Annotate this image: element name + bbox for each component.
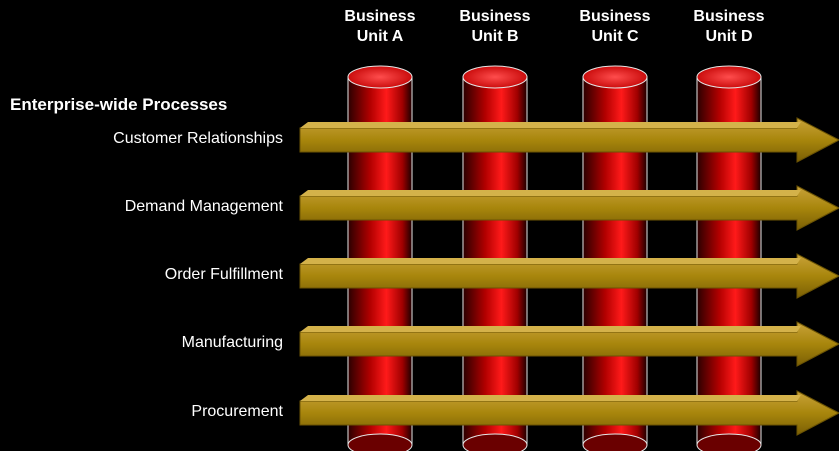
process-label: Order Fulfillment — [164, 266, 283, 283]
process-arrow — [299, 390, 839, 436]
business-unit-line2: Unit A — [356, 28, 404, 45]
process-label: Demand Management — [124, 198, 283, 215]
process-arrow — [299, 321, 839, 367]
business-unit-line1: Business — [693, 8, 765, 25]
process-label: Customer Relationships — [113, 130, 283, 147]
business-unit-line1: Business — [579, 8, 651, 25]
process-label: Manufacturing — [181, 334, 283, 351]
process-label: Procurement — [191, 403, 283, 420]
business-unit-line2: Unit D — [705, 28, 753, 45]
process-arrow — [299, 253, 839, 299]
process-arrow — [299, 185, 839, 231]
business-unit-line2: Unit C — [591, 28, 639, 45]
section-title: Enterprise-wide Processes — [10, 95, 228, 114]
business-unit-line2: Unit B — [471, 28, 519, 45]
process-arrow — [299, 117, 839, 163]
business-unit-line1: Business — [344, 8, 416, 25]
business-unit-line1: Business — [459, 8, 531, 25]
